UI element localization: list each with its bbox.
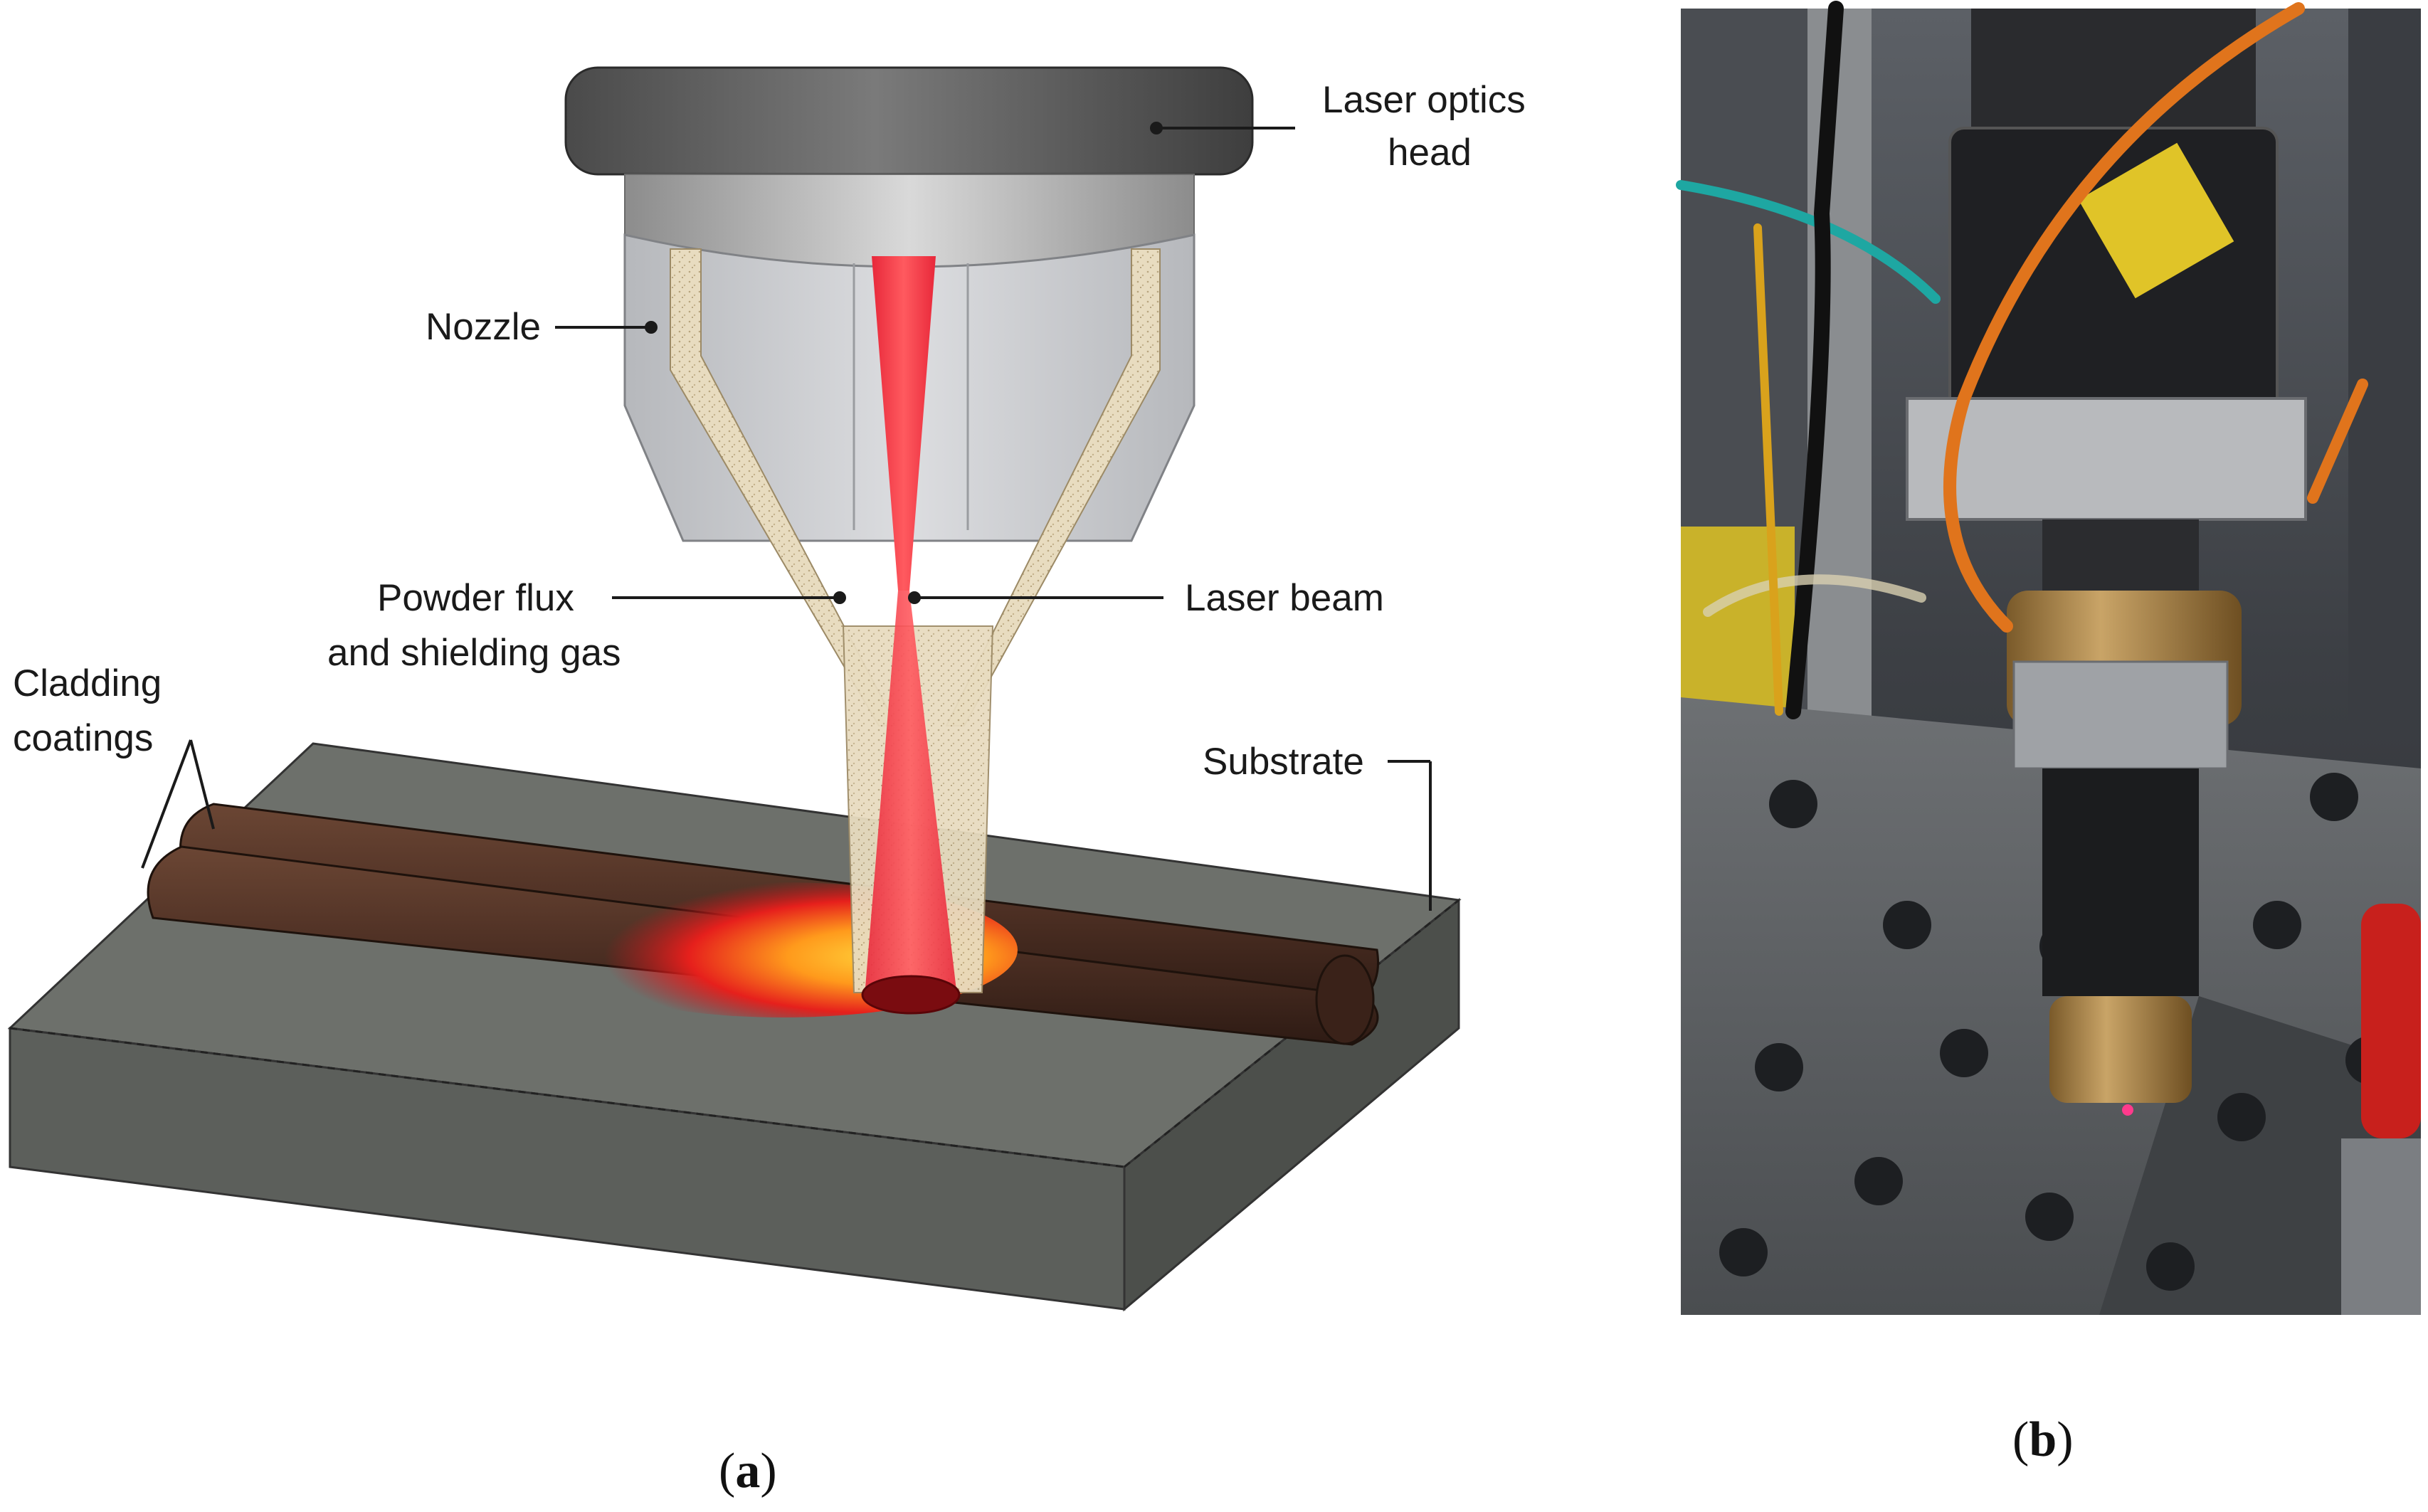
panel-label-b: (b) [2012, 1412, 2074, 1467]
panel-label-a: (a) [719, 1444, 777, 1498]
label-powder-flux-line1: Powder flux [377, 577, 574, 619]
leader-lines [141, 122, 1432, 911]
laser-spot [2122, 1104, 2133, 1116]
label-laser-optics-head-line1: Laser optics [1322, 79, 1526, 121]
laser-optics-head [564, 66, 1254, 271]
schematic-diagram: Laser optics head Nozzle Powder flux and… [7, 66, 1526, 1312]
label-laser-optics-head-line2: head [1388, 132, 1472, 174]
label-powder-flux-line2: and shielding gas [327, 632, 621, 674]
table-holes [1719, 773, 2394, 1291]
label-nozzle: Nozzle [426, 306, 541, 348]
label-laser-beam: Laser beam [1185, 577, 1384, 619]
label-substrate: Substrate [1203, 741, 1364, 783]
label-cladding-line2: coatings [13, 717, 153, 759]
hoses [1676, 1, 2368, 719]
laser-beam [861, 256, 961, 1015]
equipment-photo [1676, 1, 2421, 1315]
label-cladding-line1: Cladding [13, 662, 162, 704]
